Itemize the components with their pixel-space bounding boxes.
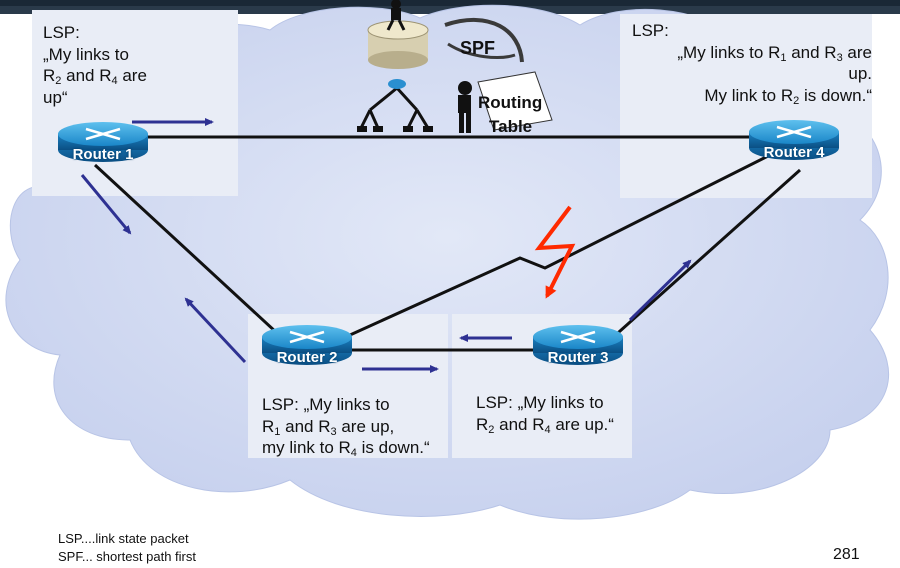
routing-table-icon <box>458 71 553 133</box>
legend-spf: SPF... shortest path first <box>58 549 196 564</box>
page-number: 281 <box>833 546 860 563</box>
router-3-label: Router 3 <box>547 349 609 366</box>
link-r1-r2 <box>93 163 292 347</box>
routing-table-line2: Table <box>489 117 533 136</box>
routing-table-line1: Routing <box>478 93 543 112</box>
flow-arrow-r2-up <box>184 297 247 364</box>
flow-arrow-r1-down <box>80 174 132 235</box>
lsp-text-r2: LSP: „My links to R1 and R3 are up, my l… <box>262 395 430 459</box>
router-icon <box>58 122 148 162</box>
flow-arrow-r3-up <box>628 259 692 322</box>
router-1-label: Router 1 <box>72 146 134 163</box>
lsp-text-r3: LSP: „My links to R2 and R4 are up.“ <box>476 393 614 436</box>
person-icon <box>386 0 406 31</box>
lsp-text-r1: LSP: „My links to R2 and R4 are up“ <box>34 18 234 112</box>
router-icon <box>749 120 839 160</box>
router-2-label: Router 2 <box>276 349 338 366</box>
database-icon <box>367 20 429 69</box>
spf-icon <box>444 18 524 63</box>
lsp-text-r4: LSP: „My links to R1 and R3 are up. My l… <box>622 20 872 106</box>
link-r3-r4 <box>608 168 802 342</box>
legend-lsp: LSP....link state packet <box>58 531 189 546</box>
router-icon <box>262 325 352 365</box>
router-icon <box>533 325 623 365</box>
link-r2-r4-broken <box>349 153 771 337</box>
router-4-label: Router 4 <box>763 144 825 161</box>
spf-label: SPF <box>460 38 496 58</box>
legend: LSP....link state packet SPF... shortest… <box>58 530 196 566</box>
tree-icon <box>357 79 433 132</box>
lightning-bolt-icon <box>534 205 576 299</box>
